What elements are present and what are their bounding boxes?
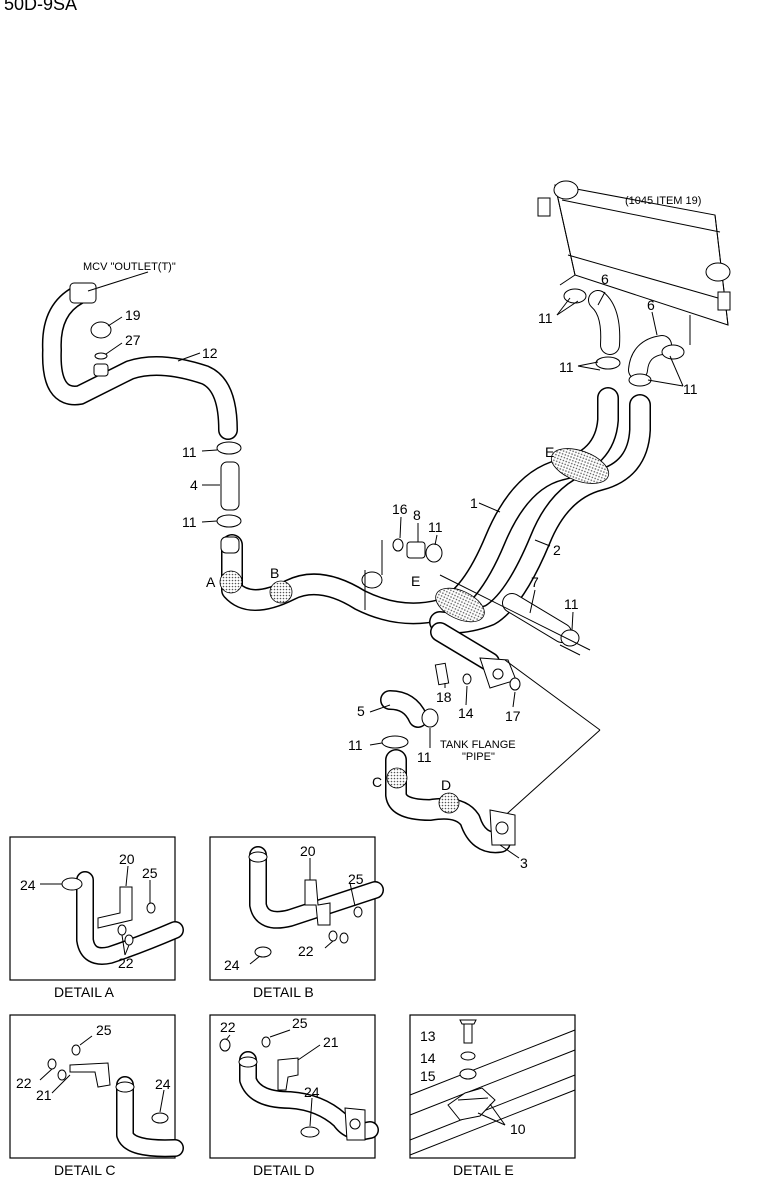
detail-e-panel: 13 14 15 10 xyxy=(409,1014,576,1159)
tank-flange-note-2: "PIPE" xyxy=(462,751,495,763)
detail-b-label-20: 20 xyxy=(300,843,316,859)
o-ring-27 xyxy=(94,352,108,360)
callout-A: A xyxy=(206,574,216,590)
detail-b-label-22: 22 xyxy=(298,943,314,959)
mcv-fitting xyxy=(69,282,97,304)
hose-6-left xyxy=(588,290,621,355)
detail-b-title: DETAIL B xyxy=(253,984,314,1000)
detail-d-label-21: 21 xyxy=(323,1034,339,1050)
callout-2: 2 xyxy=(553,542,561,558)
leader-lines xyxy=(87,271,684,859)
callout-11-d: 11 xyxy=(559,359,574,375)
hose-5 xyxy=(380,690,428,728)
detail-e-title: DETAIL E xyxy=(453,1162,514,1178)
callout-18: 18 xyxy=(436,689,452,705)
detail-marker-e-upper xyxy=(550,448,610,484)
callout-11-i: 11 xyxy=(417,749,432,765)
callout-6-b: 6 xyxy=(647,297,655,313)
radiator-ref-note: (1045 ITEM 19) xyxy=(625,195,701,207)
callout-8: 8 xyxy=(413,507,421,523)
callout-16: 16 xyxy=(392,501,408,517)
hose-6-right xyxy=(628,335,672,380)
detail-b-label-24: 24 xyxy=(224,957,240,973)
pipe-12 xyxy=(41,285,238,440)
fitting-mid xyxy=(361,571,383,589)
detail-c-label-21: 21 xyxy=(36,1087,52,1103)
detail-e-label-10: 10 xyxy=(510,1121,526,1137)
callout-11-b: 11 xyxy=(182,514,197,530)
o-ring-16 xyxy=(392,538,404,552)
connector-8 xyxy=(406,541,426,559)
detail-d-panel: 22 25 21 24 xyxy=(209,1014,379,1159)
callout-3: 3 xyxy=(520,855,528,871)
pipe-end-a xyxy=(220,536,240,554)
detail-marker-e-lower xyxy=(435,587,485,623)
detail-e-label-14: 14 xyxy=(420,1050,436,1066)
detail-a-panel: 24 20 25 22 xyxy=(9,836,184,981)
callout-11-f: 11 xyxy=(428,519,443,535)
callout-C: C xyxy=(372,774,382,790)
callout-11-h: 11 xyxy=(348,737,363,753)
clamp-11-pipe3 xyxy=(381,735,409,749)
callout-11-g: 11 xyxy=(564,596,579,612)
clamp-11-upper-left xyxy=(563,288,685,387)
detail-c-label-22: 22 xyxy=(16,1075,32,1091)
callout-11-e: 11 xyxy=(683,381,698,397)
tank-flange-note-1: TANK FLANGE xyxy=(440,739,516,751)
callout-7: 7 xyxy=(531,574,539,590)
callout-B: B xyxy=(270,565,279,581)
callout-19: 19 xyxy=(125,307,141,323)
detail-marker-c xyxy=(386,767,408,789)
callout-27: 27 xyxy=(125,332,141,348)
callout-14: 14 xyxy=(458,705,474,721)
mcv-outlet-note: MCV "OUTLET(T)" xyxy=(83,261,176,273)
detail-d-label-22: 22 xyxy=(220,1019,236,1035)
callout-D: D xyxy=(441,777,451,793)
detail-a-label-25: 25 xyxy=(142,865,158,881)
oil-cooler xyxy=(537,180,731,345)
detail-a-label-24: 24 xyxy=(20,877,36,893)
callout-4: 4 xyxy=(190,477,198,493)
clamp-11-upper xyxy=(216,441,242,455)
clamp-11-lower xyxy=(216,514,242,528)
detail-marker-b xyxy=(269,580,293,604)
callout-E-lower: E xyxy=(411,573,420,589)
callout-6-a: 6 xyxy=(601,271,609,287)
detail-d-label-24: 24 xyxy=(304,1084,320,1100)
model-header: 50D-9SA xyxy=(4,0,77,14)
callout-11-a: 11 xyxy=(182,444,197,460)
detail-marker-a xyxy=(219,570,243,594)
tank-flange-pipe xyxy=(430,622,521,691)
detail-a-title: DETAIL A xyxy=(54,984,115,1000)
callout-11-c: 11 xyxy=(538,310,553,326)
detail-e-label-15: 15 xyxy=(420,1068,436,1084)
callout-17: 17 xyxy=(505,708,521,724)
callout-5: 5 xyxy=(357,703,365,719)
detail-e-label-13: 13 xyxy=(420,1028,436,1044)
clamp-11-mid xyxy=(425,543,443,563)
callout-1: 1 xyxy=(470,495,478,511)
detail-c-label-25: 25 xyxy=(96,1022,112,1038)
detail-a-label-22: 22 xyxy=(118,955,134,971)
detail-d-title: DETAIL D xyxy=(253,1162,314,1178)
detail-c-label-24: 24 xyxy=(155,1076,171,1092)
detail-b-panel: 20 25 22 24 xyxy=(209,836,384,981)
detail-c-title: DETAIL C xyxy=(54,1162,115,1178)
callout-E-upper: E xyxy=(545,444,554,460)
hose-4 xyxy=(220,461,240,511)
detail-c-panel: 25 22 21 24 xyxy=(9,1014,184,1159)
plug-base xyxy=(93,363,109,377)
callout-labels: MCV "OUTLET(T)" 19 27 12 11 4 11 A B 11 … xyxy=(83,261,698,871)
detail-d-label-25: 25 xyxy=(292,1015,308,1031)
hose-7 xyxy=(502,593,580,647)
detail-marker-d xyxy=(438,792,460,814)
detail-a-label-20: 20 xyxy=(119,851,135,867)
callout-12: 12 xyxy=(202,345,218,361)
clamp-11-tank xyxy=(421,708,439,728)
detail-b-label-25: 25 xyxy=(348,871,364,887)
plug-19 xyxy=(90,321,112,339)
